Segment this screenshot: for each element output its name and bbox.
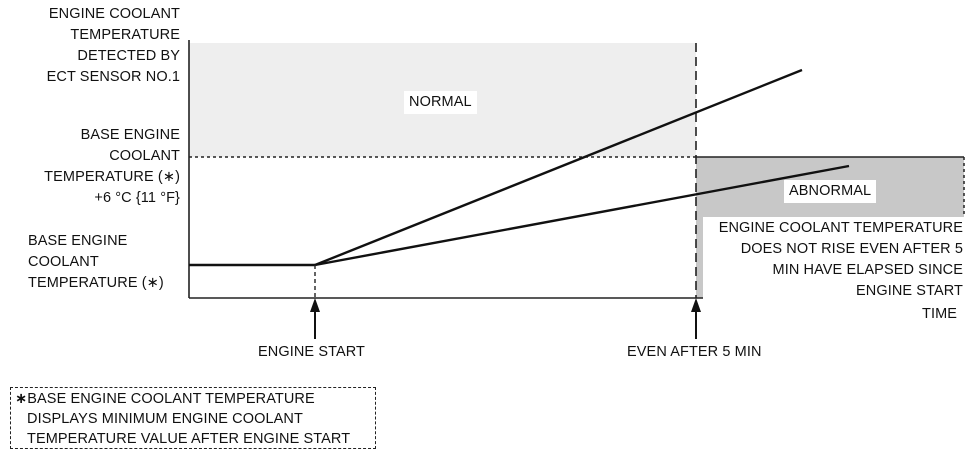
footnote-line-text: BASE ENGINE COOLANT TEMPERATURE xyxy=(27,391,315,407)
footnote-box xyxy=(10,387,376,449)
base-label-line: BASE ENGINE xyxy=(28,233,128,249)
abnormal-description-line: ENGINE COOLANT TEMPERATURE xyxy=(718,220,963,236)
engine-start-arrow-icon xyxy=(310,298,320,339)
normal-rise-line xyxy=(314,68,803,267)
y-axis-label-line: DETECTED BY xyxy=(77,48,180,64)
abnormal-description: ENGINE COOLANT TEMPERATURE DOES NOT RISE… xyxy=(703,217,967,303)
abnormal-region-label: ABNORMAL xyxy=(784,180,877,203)
threshold-label-line: BASE ENGINE xyxy=(80,127,180,143)
threshold-label-line: +6 °C {11 °F} xyxy=(94,190,180,206)
base-temperature-label: BASE ENGINE COOLANT TEMPERATURE (∗) xyxy=(28,231,188,294)
abnormal-rise-line xyxy=(314,164,850,267)
y-axis-label-line: ENGINE COOLANT xyxy=(48,6,180,22)
abnormal-description-line: ENGINE START xyxy=(855,283,963,299)
y-axis-label-line: TEMPERATURE xyxy=(70,27,180,43)
after-5-min-arrow-icon xyxy=(691,298,701,339)
base-label-line: COOLANT xyxy=(28,254,99,270)
y-axis-label: ENGINE COOLANT TEMPERATURE DETECTED BY E… xyxy=(0,4,180,88)
threshold-label-line: TEMPERATURE (∗) xyxy=(44,169,180,185)
engine-start-label: ENGINE START xyxy=(258,344,366,360)
normal-region-label: NORMAL xyxy=(404,91,477,114)
abnormal-description-line: DOES NOT RISE EVEN AFTER 5 xyxy=(740,241,963,257)
asterisk-icon: ∗ xyxy=(15,391,28,407)
threshold-label: BASE ENGINE COOLANT TEMPERATURE (∗) +6 °… xyxy=(0,125,180,209)
threshold-label-line: COOLANT xyxy=(109,148,180,164)
base-label-line: TEMPERATURE (∗) xyxy=(28,275,164,291)
abnormal-description-line: MIN HAVE ELAPSED SINCE xyxy=(772,262,963,278)
footnote-text: ∗BASE ENGINE COOLANT TEMPERATURE DISPLAY… xyxy=(15,389,350,449)
footnote-line: TEMPERATURE VALUE AFTER ENGINE START xyxy=(27,431,351,447)
x-axis-label: TIME xyxy=(922,306,958,322)
footnote-line: ∗BASE ENGINE COOLANT TEMPERATURE xyxy=(15,389,350,409)
footnote-line: DISPLAYS MINIMUM ENGINE COOLANT xyxy=(27,411,303,427)
after-5-min-label: EVEN AFTER 5 MIN xyxy=(627,344,762,360)
y-axis-label-line: ECT SENSOR NO.1 xyxy=(46,69,180,85)
